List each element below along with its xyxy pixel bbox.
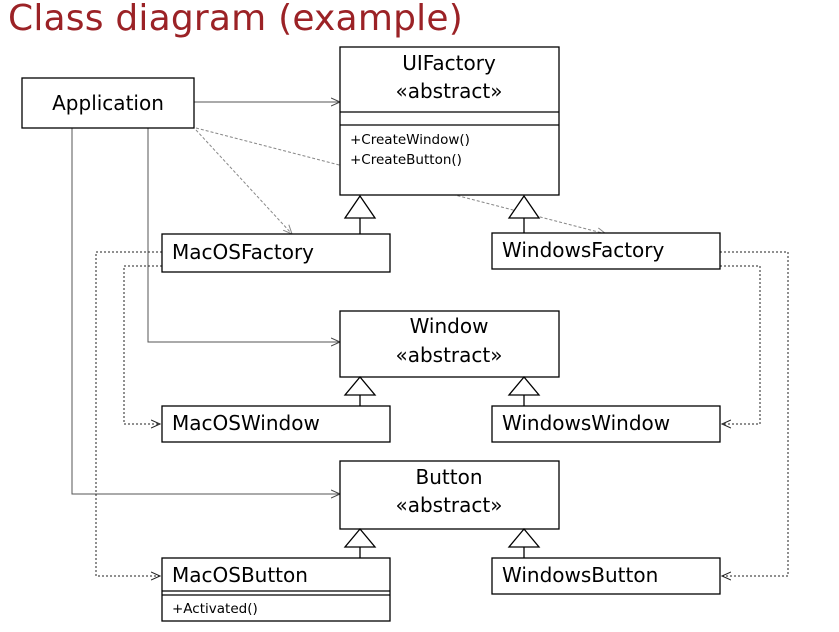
class-macoswindow: MacOSWindow [161, 405, 391, 443]
edge-application-macosfactory [195, 129, 292, 234]
class-macosbutton-name: MacOSButton [172, 563, 308, 587]
class-window-stereotype: «abstract» [395, 343, 502, 367]
class-windowsbutton: WindowsButton [491, 557, 721, 595]
edge-application-button [71, 128, 340, 494]
class-uifactory-stereotype: «abstract» [395, 79, 502, 103]
generalization-triangle-icon [507, 527, 541, 548]
class-uifactory-method: +CreateWindow() [350, 132, 470, 148]
class-windowswindow: WindowsWindow [491, 405, 721, 443]
class-macoswindow-name: MacOSWindow [172, 411, 320, 435]
class-window: Window «abstract» [339, 310, 560, 378]
page-title: Class diagram (example) [8, 0, 463, 39]
class-button: Button «abstract» [339, 460, 560, 530]
class-macosfactory: MacOSFactory [161, 233, 391, 273]
class-button-stereotype: «abstract» [395, 493, 502, 517]
generalization-triangle-icon [507, 194, 541, 219]
edge-windowsfactory-windowsbutton [720, 251, 789, 576]
class-application-name: Application [52, 91, 164, 115]
class-windowsfactory: WindowsFactory [491, 232, 721, 270]
class-macosfactory-name: MacOSFactory [172, 240, 314, 264]
generalization-triangle-icon [343, 194, 377, 219]
class-macosbutton-method: +Activated() [172, 601, 258, 617]
class-uifactory: UIFactory «abstract» +CreateWindow() +Cr… [339, 46, 560, 196]
class-macosbutton: MacOSButton +Activated() [161, 557, 391, 622]
class-window-name: Window [410, 314, 489, 338]
edge-application-window [147, 128, 340, 342]
class-button-name: Button [416, 465, 483, 489]
class-uifactory-name: UIFactory [402, 51, 496, 75]
class-uifactory-method: +CreateButton() [350, 152, 462, 168]
class-windowswindow-name: WindowsWindow [502, 411, 670, 435]
class-windowsfactory-name: WindowsFactory [502, 238, 664, 262]
edge-macosfactory-macoswindow [123, 265, 162, 424]
generalization-triangle-icon [343, 375, 377, 396]
class-application: Application [21, 77, 195, 129]
edge-windowsfactory-windowswindow [720, 265, 761, 424]
generalization-triangle-icon [507, 375, 541, 396]
edge-macosfactory-macosbutton [95, 251, 162, 576]
generalization-triangle-icon [343, 527, 377, 548]
class-windowsbutton-name: WindowsButton [502, 563, 658, 587]
